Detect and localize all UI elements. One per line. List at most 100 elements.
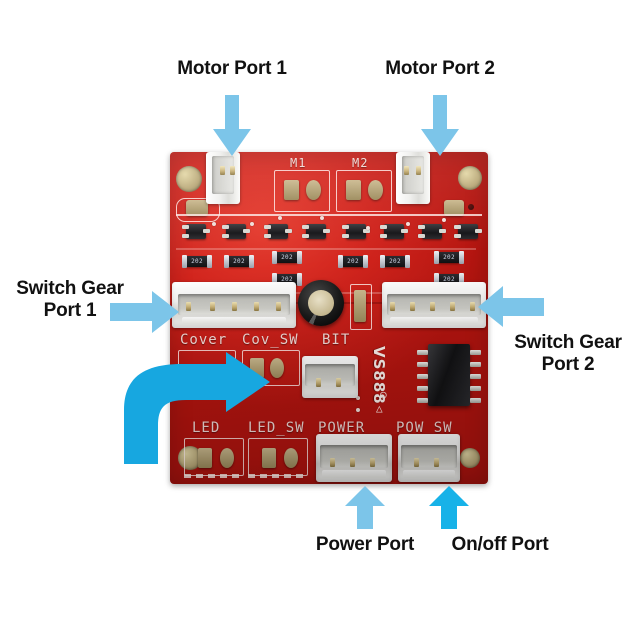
mounting-pad [458, 166, 482, 190]
pcb-trace [176, 248, 476, 250]
silk-label-cover: Cover [180, 332, 228, 348]
solder-pad [346, 180, 361, 200]
arrow-switch-gear-port-1 [110, 290, 180, 334]
via [366, 226, 370, 230]
component-transistor [302, 224, 330, 239]
solder-pad [368, 180, 383, 200]
motor-port-1-connector[interactable] [206, 152, 240, 204]
component-resistor: 202 [434, 251, 464, 264]
component-resistor: 202 [272, 251, 302, 264]
via [356, 396, 360, 400]
component-resistor: 202 [338, 255, 368, 268]
silk-label-led-sw: LED_SW [248, 420, 305, 436]
ic-pin [470, 386, 481, 391]
connector-pin [404, 166, 409, 175]
switch-gear-port-2-connector[interactable] [382, 282, 486, 328]
solder-pad [306, 180, 321, 200]
silk-label-led: LED [192, 420, 221, 436]
component-resistor: 202 [224, 255, 254, 268]
resistor-marking: 202 [389, 258, 401, 265]
ic-pin [417, 386, 428, 391]
silk-label-cov-sw: Cov_SW [242, 332, 299, 348]
connector-pin [430, 302, 435, 311]
via [278, 216, 282, 220]
power-connector[interactable] [316, 434, 392, 482]
connector-pin [336, 378, 341, 387]
resistor-marking: 202 [281, 254, 293, 261]
connector-pin [450, 302, 455, 311]
via [250, 222, 254, 226]
label-power-port: Power Port [315, 534, 415, 555]
silk-box-m2 [336, 170, 392, 212]
resistor-marking: 202 [443, 276, 455, 283]
label-motor-port-2: Motor Port 2 [385, 58, 495, 79]
solder-pad [198, 448, 212, 468]
solder-pad [284, 448, 298, 468]
connector-pin [220, 166, 225, 175]
mounting-pad [460, 448, 480, 468]
ic-pin [470, 362, 481, 367]
connector-pin [370, 458, 375, 467]
pad-dot [468, 204, 474, 210]
arrow-power-port [344, 486, 386, 530]
resistor-marking: 202 [347, 258, 359, 265]
connector-pin [390, 302, 395, 311]
connector-pin [434, 458, 439, 467]
component-transistor [342, 224, 370, 239]
connector-pin [410, 302, 415, 311]
resistor-marking: 202 [443, 254, 455, 261]
connector-pin [330, 458, 335, 467]
component-resistor: 202 [182, 255, 212, 268]
silk-symbol: ○ [380, 388, 387, 401]
via [320, 216, 324, 220]
component-resistor: 202 [380, 255, 410, 268]
bit-connector[interactable] [302, 356, 358, 398]
connector-pin [316, 378, 321, 387]
solder-pad [220, 448, 234, 468]
connector-pin [470, 302, 475, 311]
silk-box [350, 284, 372, 330]
ic-pin [417, 374, 428, 379]
arrow-cover-switch [108, 352, 278, 464]
silk-box [176, 198, 220, 222]
power-switch-connector[interactable] [398, 434, 460, 482]
ic-pin [417, 362, 428, 367]
component-transistor [222, 224, 250, 239]
silk-symbol: △ [376, 402, 383, 415]
arrow-motor-port-2 [420, 95, 460, 157]
component-transistor [454, 224, 482, 239]
label-switch-gear-port-1: Switch Gear Port 1 [16, 278, 124, 321]
component-transistor [264, 224, 292, 239]
resistor-marking: 202 [281, 276, 293, 283]
solder-pad [284, 180, 299, 200]
component-diode [354, 290, 366, 322]
arrow-motor-port-1 [212, 95, 252, 157]
component-diode [444, 200, 464, 216]
connector-pin [210, 302, 215, 311]
silk-box-m1 [274, 170, 330, 212]
switch-gear-port-1-connector[interactable] [172, 282, 296, 328]
arrow-on-off-port [428, 486, 470, 530]
mounting-pad [176, 166, 202, 192]
silk-dashes [248, 474, 306, 478]
connector-pin [254, 302, 259, 311]
silk-separator [176, 214, 482, 216]
connector-pin [232, 302, 237, 311]
component-ic [428, 344, 470, 406]
connector-pin [350, 458, 355, 467]
pcb-board: M1 M2 [170, 152, 488, 484]
connector-pin [186, 302, 191, 311]
via [212, 222, 216, 226]
label-switch-gear-port-2: Switch Gear Port 2 [514, 332, 622, 375]
connector-pin [416, 166, 421, 175]
motor-port-2-connector[interactable] [396, 152, 430, 204]
via [442, 218, 446, 222]
ic-pin [470, 374, 481, 379]
component-resistor: 202 [272, 273, 302, 286]
solder-pad [270, 358, 284, 378]
solder-pad [262, 448, 276, 468]
via [406, 222, 410, 226]
ic-pin [470, 350, 481, 355]
component-diode [186, 200, 208, 216]
